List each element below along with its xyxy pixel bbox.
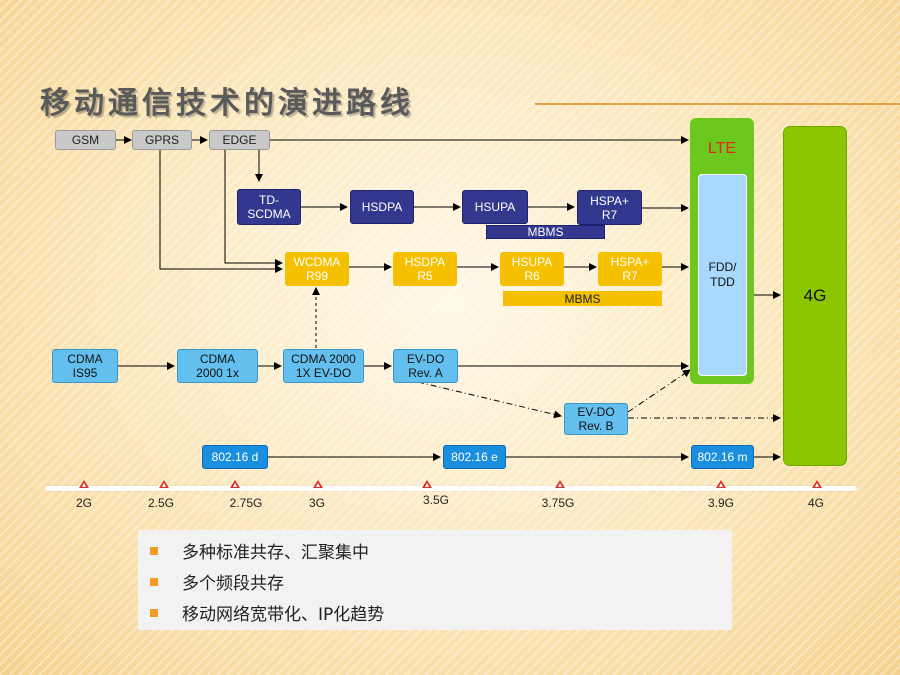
timeline-tick-icon [716,480,726,488]
timeline-tick-icon [159,480,169,488]
lte-label: LTE [707,140,737,157]
timeline-tick-icon [422,480,432,488]
node-wcdma: WCDMA R99 [285,252,349,286]
node-mbms-td: MBMS [486,225,605,239]
timeline-bar [45,486,857,491]
node-hspa-plus-td: HSPA+ R7 [577,190,642,225]
node-hsdpa-r5: HSDPA R5 [393,252,457,286]
bullet-text: 多种标准共存、汇聚集中 [182,543,369,563]
timeline-tick-icon [812,480,822,488]
bullet-item: 多种标准共存、汇聚集中 [150,538,369,563]
fdd-tdd-block: FDD/ TDD [698,174,747,376]
node-hsdpa-td: HSDPA [350,190,414,224]
bullet-text: 移动网络宽带化、IP化趋势 [182,605,385,625]
four-g-block: 4G [783,126,847,466]
bullet-item: 移动网络宽带化、IP化趋势 [150,600,384,625]
arrow-revb-lte [627,369,691,413]
node-802-16m: 802.16 m [691,445,754,469]
timeline-label-3-9g: 3.9G [707,496,735,510]
node-mbms-wcdma: MBMS [503,291,662,306]
node-gprs: GPRS [132,130,192,150]
timeline-label-2-5g: 2.5G [147,496,175,510]
timeline-tick-icon [313,480,323,488]
node-gsm: GSM [55,130,116,150]
node-hsupa-r6: HSUPA R6 [500,252,564,286]
node-td-scdma: TD- SCDMA [237,189,301,225]
node-cdma-is95: CDMA IS95 [52,349,118,383]
bullet-text: 多个频段共存 [182,574,284,594]
timeline-tick-icon [230,480,240,488]
timeline-label-2g: 2G [75,496,93,510]
node-802-16d: 802.16 d [202,445,268,469]
page-title: 移动通信技术的演进路线 [40,86,414,121]
arrow-gprs-wcdma [159,150,283,273]
bullet-item: 多个频段共存 [150,569,284,594]
timeline-label-3-5g: 3.5G [422,493,450,507]
node-cdma2000-1x: CDMA 2000 1x [177,349,258,383]
timeline-label-2-75g: 2.75G [229,496,263,510]
timeline-tick-icon [79,480,89,488]
bullet-square-icon [150,546,158,555]
title-rule [535,103,900,105]
summary-panel: 多种标准共存、汇聚集中 多个频段共存 移动网络宽带化、IP化趋势 [138,530,732,630]
timeline-label-4g: 4G [807,496,825,510]
timeline-tick-icon [555,480,565,488]
node-evdo-rev-b: EV-DO Rev. B [564,403,628,435]
node-hspa-plus-r7: HSPA+ R7 [598,252,662,286]
timeline-label-3g: 3G [308,496,326,510]
timeline-label-3-75g: 3.75G [541,496,575,510]
bullet-square-icon [150,608,158,617]
node-hsupa-td: HSUPA [462,190,528,224]
node-edge: EDGE [209,130,270,150]
node-evdo-rev-a: EV-DO Rev. A [393,349,458,383]
bullet-square-icon [150,577,158,586]
node-cdma2000-evdo: CDMA 2000 1X EV-DO [283,349,364,383]
node-802-16e: 802.16 e [443,445,506,469]
arrow-edge-wcdma [224,150,283,267]
arrow-reva-revb [417,381,562,419]
